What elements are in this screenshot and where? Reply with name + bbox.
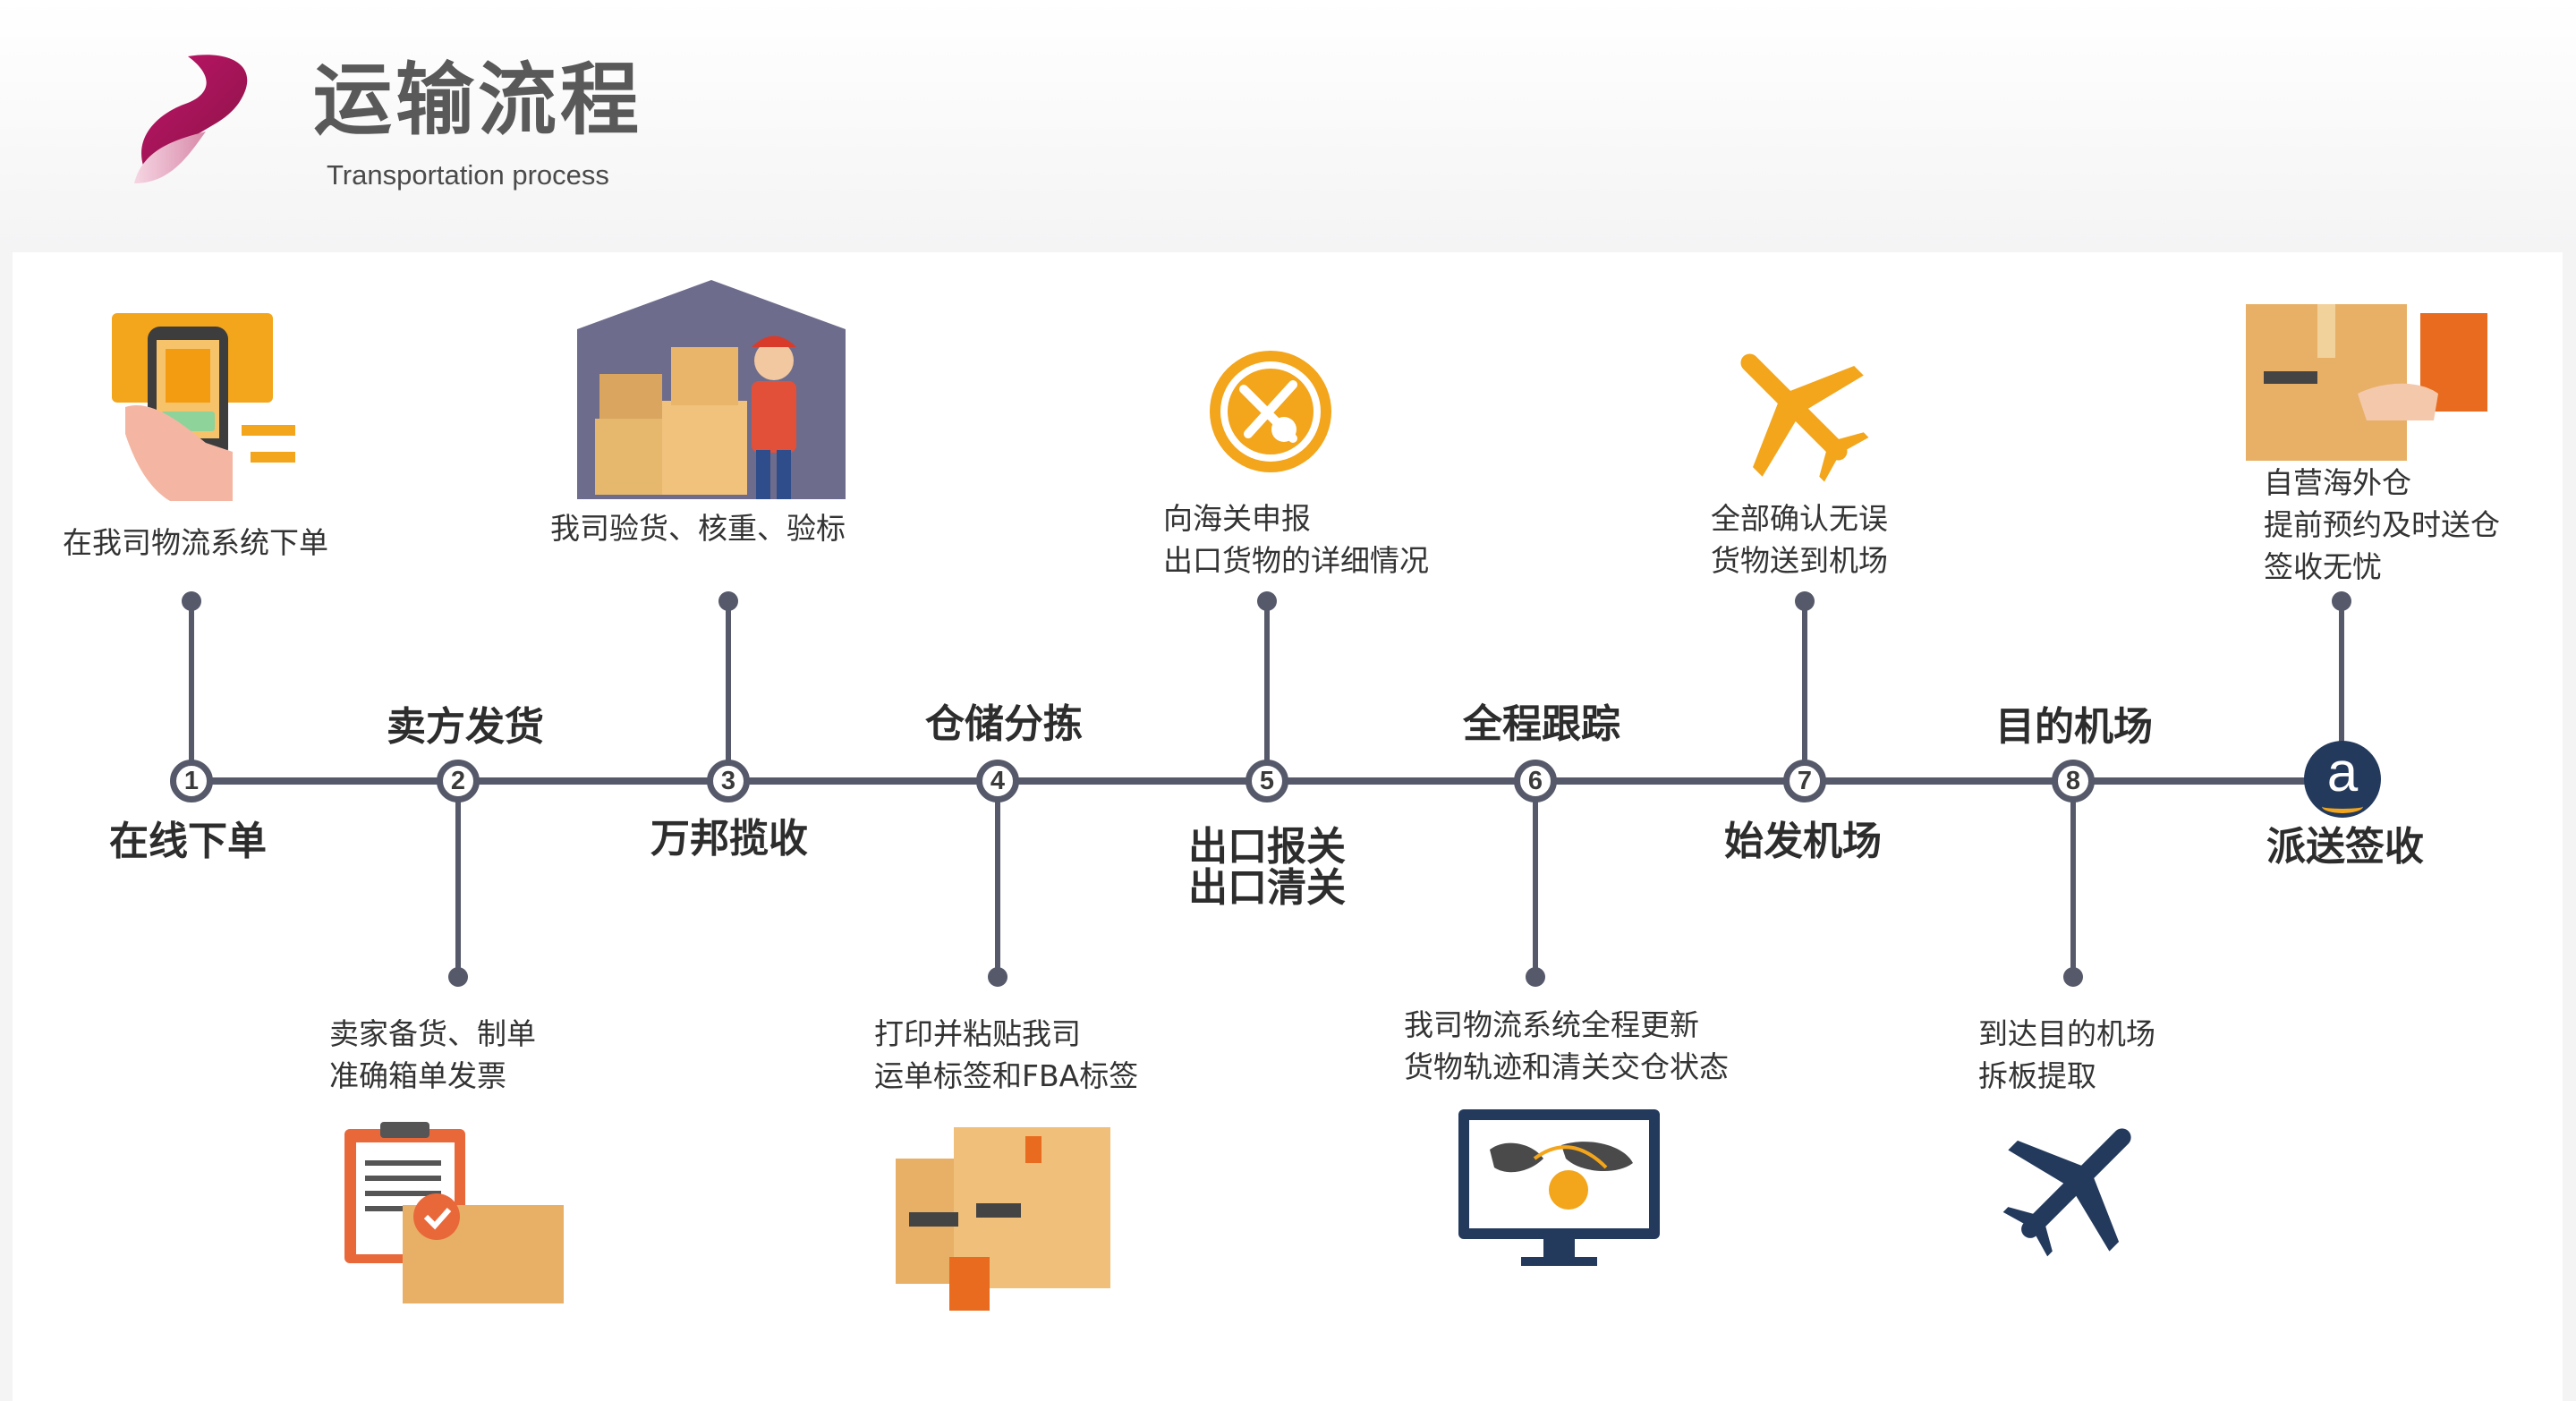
connector-dot-7 — [1795, 591, 1815, 611]
step-desc-2-line-2: 准确箱单发票 — [329, 1057, 506, 1093]
step-desc-5: 向海关申报 出口货物的详细情况 — [1163, 498, 1429, 582]
stage-label-2: 卖方发货 — [387, 704, 544, 750]
connector-5 — [1264, 601, 1270, 782]
delivery-handover-icon — [2246, 304, 2487, 461]
stage-label-3: 万邦揽收 — [650, 816, 808, 862]
step-desc-7-line-2: 货物送到机场 — [1711, 542, 1888, 578]
amazon-logo-letter: a — [2326, 742, 2359, 803]
step-desc-1-line-1: 在我司物流系统下单 — [63, 525, 328, 560]
step-desc-6: 我司物流系统全程更新 货物轨迹和清关交仓状态 — [1404, 1005, 1729, 1089]
step-node-3: 3 — [707, 760, 750, 802]
step-node-8: 8 — [2052, 760, 2095, 802]
page-title: 运输流程 — [313, 54, 643, 146]
step-desc-3-line-1: 我司验货、核重、验标 — [550, 511, 846, 546]
tracking-monitor-icon — [1458, 1109, 1660, 1266]
labeled-boxes-icon — [896, 1127, 1110, 1311]
step-node-5: 5 — [1245, 760, 1288, 802]
step-desc-6-line-2: 货物轨迹和清关交仓状态 — [1404, 1049, 1729, 1084]
brand-logo-icon — [134, 55, 248, 183]
airplane-navy-icon — [2002, 1128, 2131, 1257]
amazon-logo-icon: a — [2304, 741, 2381, 818]
connector-dot-4 — [988, 967, 1007, 987]
connector-dot-2 — [448, 967, 468, 987]
step-node-1: 1 — [170, 760, 213, 802]
step-desc-8: 到达目的机场 拆板提取 — [1978, 1014, 2155, 1098]
step-desc-6-line-1: 我司物流系统全程更新 — [1404, 1007, 1699, 1042]
header: 运输流程 Transportation process — [0, 0, 2576, 250]
step-desc-8-line-2: 拆板提取 — [1978, 1057, 2096, 1093]
step-desc-9-line-1: 自营海外仓 — [2264, 465, 2411, 500]
connector-2 — [455, 781, 461, 978]
stage-label-6: 全程跟踪 — [1463, 701, 1620, 747]
warehouse-worker-icon — [577, 280, 846, 499]
stage-label-4: 仓储分拣 — [925, 701, 1083, 747]
step-desc-7: 全部确认无误 货物送到机场 — [1711, 498, 1888, 582]
connector-dot-9 — [2332, 591, 2351, 611]
step-node-4: 4 — [976, 760, 1019, 802]
step-desc-8-line-1: 到达目的机场 — [1978, 1016, 2155, 1051]
page-subtitle: Transportation process — [327, 159, 609, 191]
step-desc-9-line-2: 提前预约及时送仓 — [2264, 506, 2500, 542]
connector-dot-5 — [1257, 591, 1277, 611]
step-desc-3: 我司验货、核重、验标 — [550, 508, 846, 550]
stage-label-1: 在线下单 — [109, 819, 267, 864]
stage-label-5: 出口报关 出口清关 — [1188, 824, 1346, 912]
step-node-2: 2 — [437, 760, 480, 802]
connector-9 — [2339, 601, 2344, 753]
stage-label-7: 始发机场 — [1724, 819, 1882, 864]
connector-dot-3 — [718, 591, 738, 611]
connector-dot-6 — [1526, 967, 1545, 987]
customs-tools-icon — [1210, 351, 1331, 472]
connector-6 — [1533, 781, 1538, 978]
airplane-orange-icon — [1740, 353, 1869, 482]
connector-dot-8 — [2063, 967, 2083, 987]
step-desc-2: 卖家备货、制单 准确箱单发票 — [329, 1014, 536, 1098]
step-node-6: 6 — [1514, 760, 1557, 802]
connector-7 — [1802, 601, 1807, 782]
step-node-7: 7 — [1783, 760, 1826, 802]
step-desc-9: 自营海外仓 提前预约及时送仓 签收无忧 — [2264, 463, 2500, 589]
stage-label-8: 目的机场 — [1995, 704, 2153, 750]
connector-dot-1 — [182, 591, 201, 611]
step-desc-9-line-3: 签收无忧 — [2264, 548, 2382, 584]
connector-4 — [995, 781, 1000, 978]
mobile-order-icon — [112, 313, 295, 501]
stage-label-9: 派送签收 — [2266, 824, 2424, 870]
connector-8 — [2070, 781, 2076, 978]
step-desc-7-line-1: 全部确认无误 — [1711, 501, 1888, 536]
clipboard-boxes-icon — [344, 1122, 564, 1303]
step-desc-4: 打印并粘贴我司 运单标签和FBA标签 — [874, 1014, 1138, 1098]
connector-3 — [726, 601, 731, 782]
step-desc-2-line-1: 卖家备货、制单 — [329, 1016, 536, 1051]
step-desc-5-line-2: 出口货物的详细情况 — [1163, 542, 1429, 578]
step-desc-5-line-1: 向海关申报 — [1163, 501, 1311, 536]
step-desc-1: 在我司物流系统下单 — [63, 522, 328, 565]
step-desc-4-line-2: 运单标签和FBA标签 — [874, 1057, 1139, 1093]
step-desc-4-line-1: 打印并粘贴我司 — [874, 1016, 1081, 1051]
connector-1 — [189, 601, 194, 782]
